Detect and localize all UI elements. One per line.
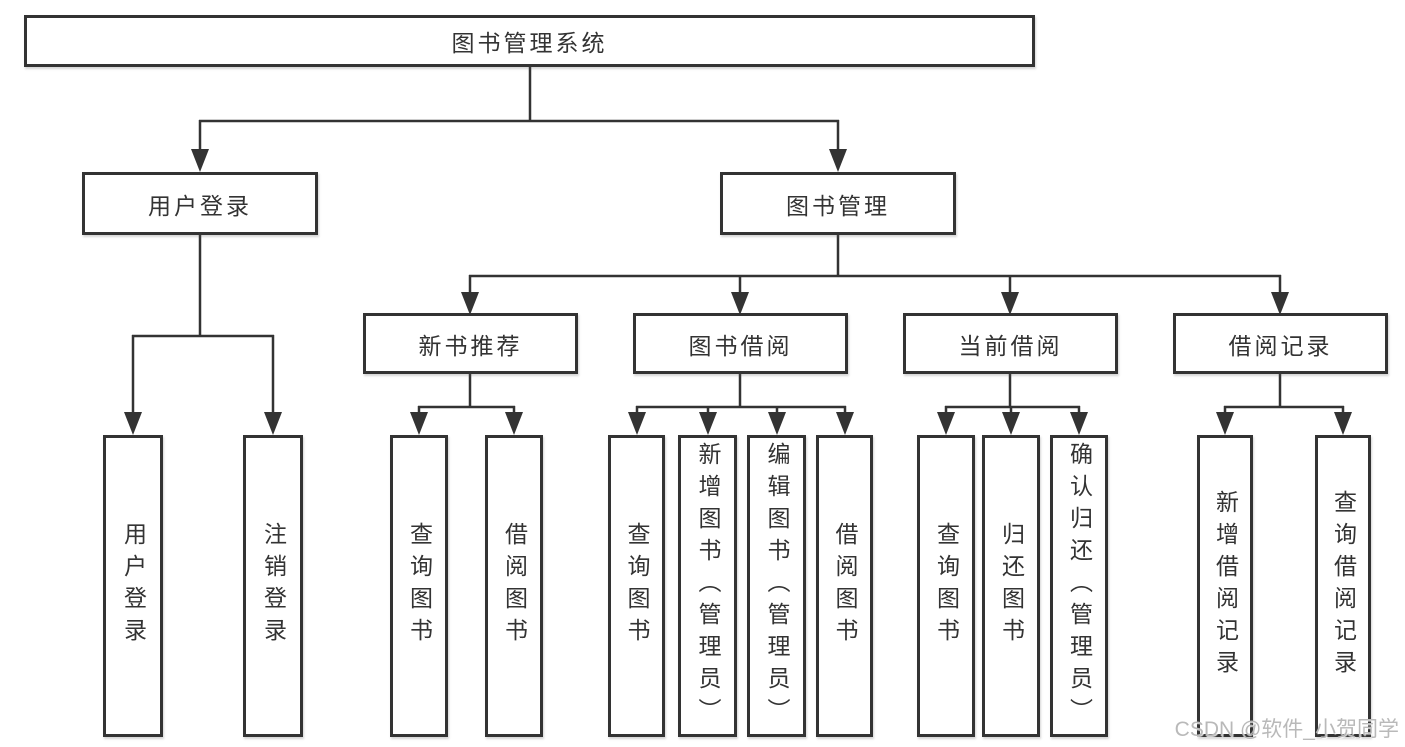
node-label: 查询图书: [933, 522, 960, 650]
leaf-add-books-admin: 新增图书（管理员）: [678, 435, 737, 737]
arrowheads: [124, 149, 1352, 435]
node-book-borrowing: 图书借阅: [633, 313, 848, 374]
node-label: 借阅图书: [832, 522, 858, 650]
node-label: 用户登录: [148, 192, 252, 219]
leaf-query-borrow-record: 查询借阅记录: [1315, 435, 1371, 737]
node-label: 用户登录: [120, 522, 147, 650]
node-borrowing-records: 借阅记录: [1173, 313, 1388, 374]
node-label: 图书管理系统: [451, 30, 608, 56]
leaf-add-borrow-record: 新增借阅记录: [1197, 435, 1253, 737]
leaf-logout: 注销登录: [243, 435, 303, 737]
node-label: 图书借阅: [688, 332, 793, 359]
node-label: 新书推荐: [418, 332, 523, 359]
node-root-library-system: 图书管理系统: [24, 15, 1035, 67]
leaf-borrow-books-recommend: 借阅图书: [485, 435, 543, 737]
csdn-watermark: CSDN @软件_小贺同学: [1174, 718, 1399, 741]
leaf-query-books-current: 查询图书: [917, 435, 975, 737]
node-label: 编辑图书（管理员）: [764, 442, 790, 730]
node-new-book-recommend: 新书推荐: [363, 313, 578, 374]
node-label: 新增图书（管理员）: [695, 442, 721, 730]
node-label: 查询图书: [406, 522, 433, 650]
leaf-borrow-books: 借阅图书: [816, 435, 873, 737]
node-label: 确认归还（管理员）: [1066, 442, 1093, 730]
leaf-user-login: 用户登录: [103, 435, 163, 737]
node-book-management: 图书管理: [720, 172, 956, 235]
leaf-query-books-recommend: 查询图书: [390, 435, 448, 737]
node-label: 查询借阅记录: [1330, 490, 1357, 682]
node-label: 查询图书: [624, 522, 650, 650]
leaf-edit-books-admin: 编辑图书（管理员）: [747, 435, 806, 737]
node-label: 借阅记录: [1228, 332, 1333, 359]
node-current-borrowing: 当前借阅: [903, 313, 1118, 374]
node-label: 图书管理: [786, 192, 890, 219]
leaf-query-books-borrowing: 查询图书: [608, 435, 665, 737]
node-label: 归还图书: [998, 522, 1025, 650]
node-label: 当前借阅: [958, 332, 1063, 359]
node-user-login: 用户登录: [82, 172, 318, 235]
node-label: 新增借阅记录: [1212, 490, 1239, 682]
node-label: 注销登录: [260, 522, 287, 650]
node-label: 借阅图书: [501, 522, 528, 650]
leaf-confirm-return-admin: 确认归还（管理员）: [1050, 435, 1108, 737]
leaf-return-books: 归还图书: [982, 435, 1040, 737]
